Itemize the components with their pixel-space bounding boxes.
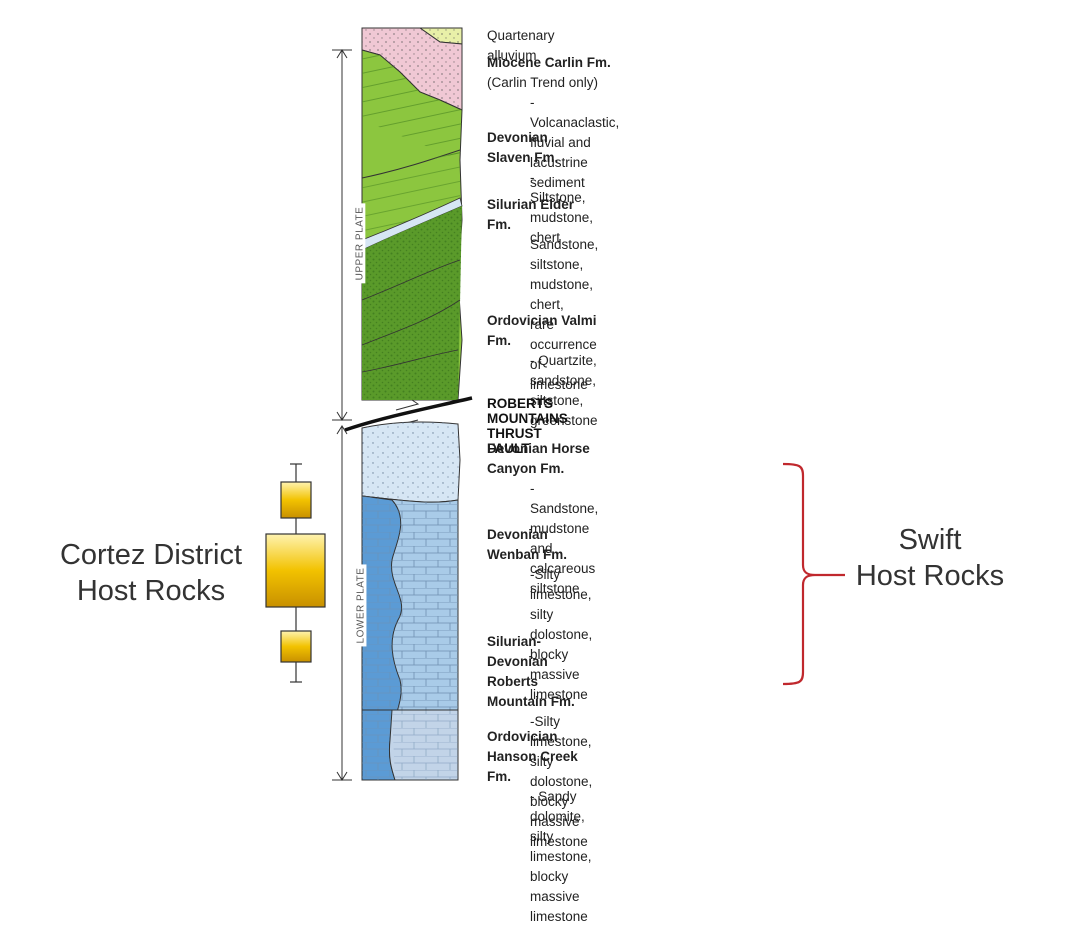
unit-name: Ordovician Valmi Fm. <box>487 313 597 348</box>
unit-label-quaternary: Quartenary alluvium <box>487 26 555 66</box>
unit-description: - Sandstone, mudstone and calcareous sil… <box>530 481 599 596</box>
unit-description: -Volcanaclastic, fluvial and lacustrine … <box>530 95 620 190</box>
cortez-host-rocks-marker <box>265 463 326 683</box>
unit-name: Quartenary alluvium <box>487 28 555 63</box>
unit-description: - Siltstone, mudstone, chert <box>530 170 594 245</box>
unit-label-hanson-creek: Ordovician Hanson Creek Fm. - Sandy dolo… <box>487 727 592 927</box>
unit-name: Devonian Horse Canyon Fm. <box>487 441 590 476</box>
swift-bracket <box>782 462 816 686</box>
unit-name: Ordovician Hanson Creek Fm. <box>487 729 578 784</box>
unit-description: Sandstone, siltstone, mudstone, chert, r… <box>530 237 599 392</box>
unit-label-carlin: Miocene Carlin Fm. (Carlin Trend only) -… <box>487 53 619 193</box>
thrust-fault-line <box>344 396 473 432</box>
unit-description: - Sandy dolomite, silty limestone, block… <box>530 789 592 924</box>
stratigraphic-column-graphic <box>265 27 845 781</box>
unit-label-elder: Silurian Elder Fm. Sandstone, siltstone,… <box>487 195 598 395</box>
unit-label-slaven: Devonian Slaven Fm. - Siltstone, mudston… <box>487 128 593 248</box>
unit-name: Devonian Wenban Fm. <box>487 527 568 562</box>
unit-label-horse-canyon: Devonian Horse Canyon Fm. - Sandstone, m… <box>487 439 598 599</box>
unit-name: Miocene Carlin Fm. <box>487 55 611 70</box>
unit-description: - Quartzite, sandstone, siltstone, green… <box>530 353 598 428</box>
lower-plate-label: LOWER PLATE <box>355 564 367 647</box>
unit-name: Devonian Slaven Fm. <box>487 130 559 165</box>
unit-label-valmi: Ordovician Valmi Fm. - Quartzite, sandst… <box>487 311 598 431</box>
unit-name: Silurian-Devonian Roberts Mountain Fm. <box>487 634 575 709</box>
unit-description: -Silty limestone, silty dolostone, block… <box>530 567 593 702</box>
swift-host-rocks-label: Swift Host Rocks <box>855 524 1005 592</box>
cortez-host-rocks-label: Cortez District Host Rocks <box>59 539 243 607</box>
unit-slaven-elder-boundary <box>361 149 461 179</box>
thrust-fault-label: ROBERTS MOUNTAINS THRUST FAULT <box>487 396 568 456</box>
unit-label-wenban: Devonian Wenban Fm. -Silty limestone, si… <box>487 525 592 705</box>
upper-plate-label: UPPER PLATE <box>354 203 366 284</box>
unit-name: Silurian Elder Fm. <box>487 197 575 232</box>
unit-note: (Carlin Trend only) <box>487 75 599 90</box>
